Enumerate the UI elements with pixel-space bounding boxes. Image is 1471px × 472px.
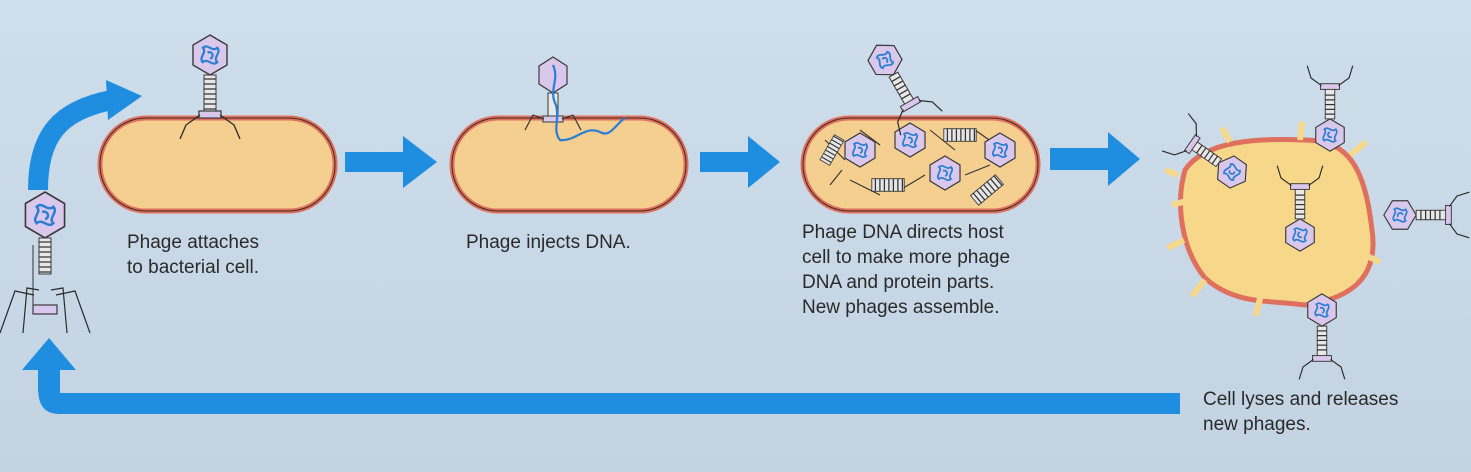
step-arrow: [700, 136, 780, 188]
step-arrow: [345, 136, 437, 188]
curved-arrow: [28, 80, 142, 191]
free-phage-icon: [0, 192, 91, 334]
step-1-caption: Phage attaches to bacterial cell.: [127, 232, 260, 278]
step-3-caption: Phage DNA directs host cell to make more…: [802, 222, 1011, 318]
return-arrow: [22, 338, 1180, 414]
bacterial-cell-2: [449, 115, 689, 214]
step-arrow: [1050, 132, 1140, 186]
dna-strand-icon: [551, 64, 626, 142]
injecting-phage-icon: [524, 56, 582, 131]
step-2-caption: Phage injects DNA.: [466, 232, 631, 253]
bacterial-cell-1: [97, 115, 338, 214]
step-4-caption: Cell lyses and releases new phages.: [1203, 389, 1399, 435]
